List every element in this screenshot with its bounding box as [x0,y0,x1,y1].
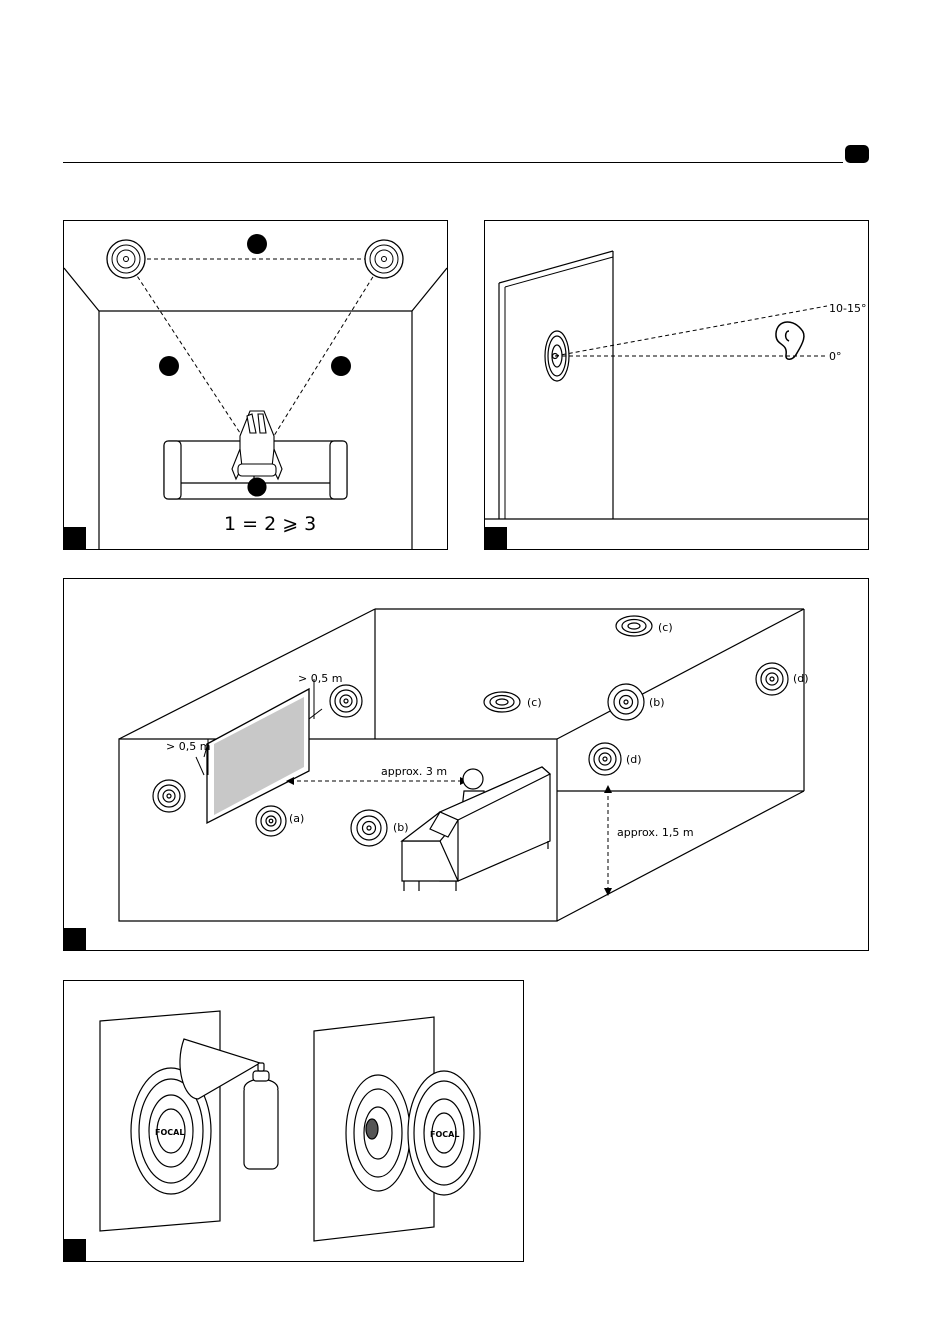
ear-icon [776,322,804,359]
speaker-d-side-front-icon [589,743,621,775]
label-a: (a) [289,812,304,825]
speaker-front-left-icon [153,780,185,812]
panel-aiming-angle: 10-15° 0° [484,220,869,550]
brand-left-label: FOCAL [155,1128,184,1137]
triangle-diagram: 1 = 2 ⩾ 3 [64,221,448,550]
page-tab-marker [845,145,869,163]
angle-high-label: 10-15° [829,302,866,315]
label-d-rear: (d) [793,672,809,685]
room-diagram: > 0,5 m > 0,5 m approx. 3 m approx. 1,5 … [64,579,869,951]
sofa-person-icon [402,767,550,891]
panel-number-badge [64,928,86,950]
header-rule [63,162,843,163]
tv-screen-icon [207,689,309,823]
speaker-c-ceiling-front-icon [484,692,520,712]
label-d-front: (d) [626,753,642,766]
speaker-c-ceiling-rear-icon [616,616,652,636]
speaker-right-icon [365,240,403,278]
panel-number-badge [64,527,86,549]
label-b-rear: (b) [649,696,665,709]
distance-left-label: > 0,5 m [166,740,210,753]
brand-right-label: FOCAL [430,1130,459,1139]
speaker-b-rear-icon [608,684,644,720]
spray-can-icon [244,1063,278,1169]
paint-diagram: FOCAL FOCAL [64,981,524,1262]
panel-number-badge [64,1239,86,1261]
speaker-b-front-icon [351,810,387,846]
marker-dot-right [331,356,351,376]
height-label: approx. 1,5 m [617,826,694,839]
label-b-front: (b) [393,821,409,834]
marker-dot-left [159,356,179,376]
distance-formula: 1 = 2 ⩾ 3 [224,513,316,535]
speaker-center-a-icon [256,806,286,836]
panel-room-layout: > 0,5 m > 0,5 m approx. 3 m approx. 1,5 … [63,578,869,951]
panel-listening-triangle: 1 = 2 ⩾ 3 [63,220,448,550]
speaker-exposed-right-icon [346,1075,410,1191]
speaker-left-icon [107,240,145,278]
panel-paint-grille: FOCAL FOCAL [63,980,524,1262]
panel-number-badge [485,527,507,549]
label-c-front: (c) [527,696,542,709]
speaker-front-right-icon [330,685,362,717]
speaker-d-side-rear-icon [756,663,788,695]
angle-diagram: 10-15° 0° [485,221,869,550]
angle-zero-label: 0° [829,350,842,363]
viewing-distance-label: approx. 3 m [381,765,447,778]
label-c-rear: (c) [658,621,673,634]
marker-dot-top [247,234,267,254]
distance-right-label: > 0,5 m [298,672,342,685]
